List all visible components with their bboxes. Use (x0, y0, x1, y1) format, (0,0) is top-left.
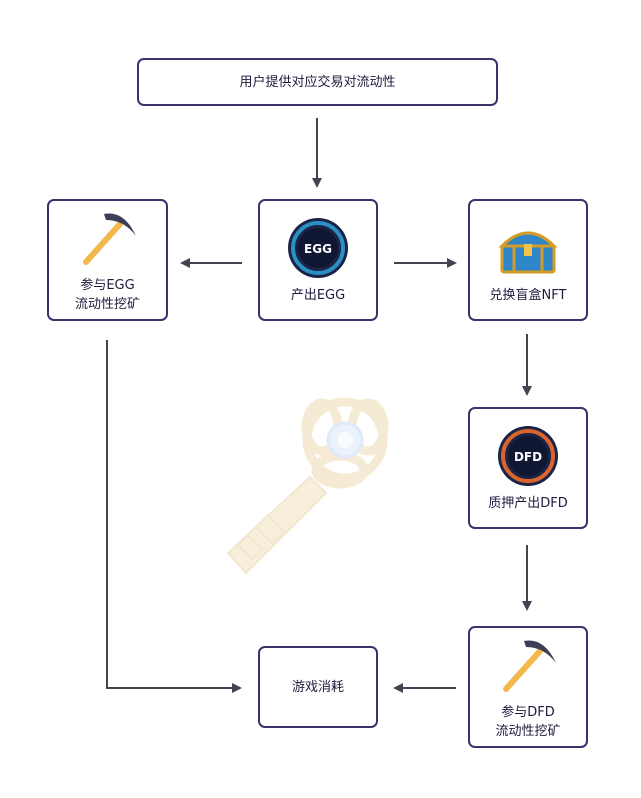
mine-egg-label-line1: 参与EGG (80, 278, 135, 293)
provide-liquidity-node: 用户提供对应交易对流动性 (137, 58, 498, 106)
edge-mine-egg-to-game (106, 340, 242, 693)
game-consume-node: 游戏消耗 (258, 646, 378, 728)
mine-dfd-label-line1: 参与DFD (501, 705, 555, 720)
provide-liquidity-label: 用户提供对应交易对流动性 (239, 74, 396, 90)
game-consume-label: 游戏消耗 (291, 679, 344, 695)
exchange-box-label: 兑换盲盒NFT (489, 287, 567, 303)
stake-dfd-node: DFD 质押产出DFD (468, 407, 588, 529)
egg-coin-icon: EGG (286, 216, 350, 280)
key-icon (210, 385, 400, 595)
treasure-chest-icon (496, 216, 560, 280)
mine-dfd-label-line2: 流动性挖矿 (495, 724, 561, 739)
stake-dfd-label: 质押产出DFD (488, 495, 568, 511)
pickaxe-icon (76, 206, 140, 270)
mine-egg-node: 参与EGG 流动性挖矿 (47, 199, 168, 321)
dfd-coin-icon: DFD (496, 424, 560, 488)
dfd-coin-text: DFD (514, 450, 542, 464)
produce-egg-node: EGG 产出EGG (258, 199, 378, 321)
produce-egg-label: 产出EGG (290, 287, 346, 303)
mine-dfd-node: 参与DFD 流动性挖矿 (468, 626, 588, 748)
pickaxe-icon (496, 633, 560, 697)
egg-coin-text: EGG (304, 242, 332, 256)
exchange-box-node: 兑换盲盒NFT (468, 199, 588, 321)
mine-egg-label-line2: 流动性挖矿 (74, 297, 140, 312)
